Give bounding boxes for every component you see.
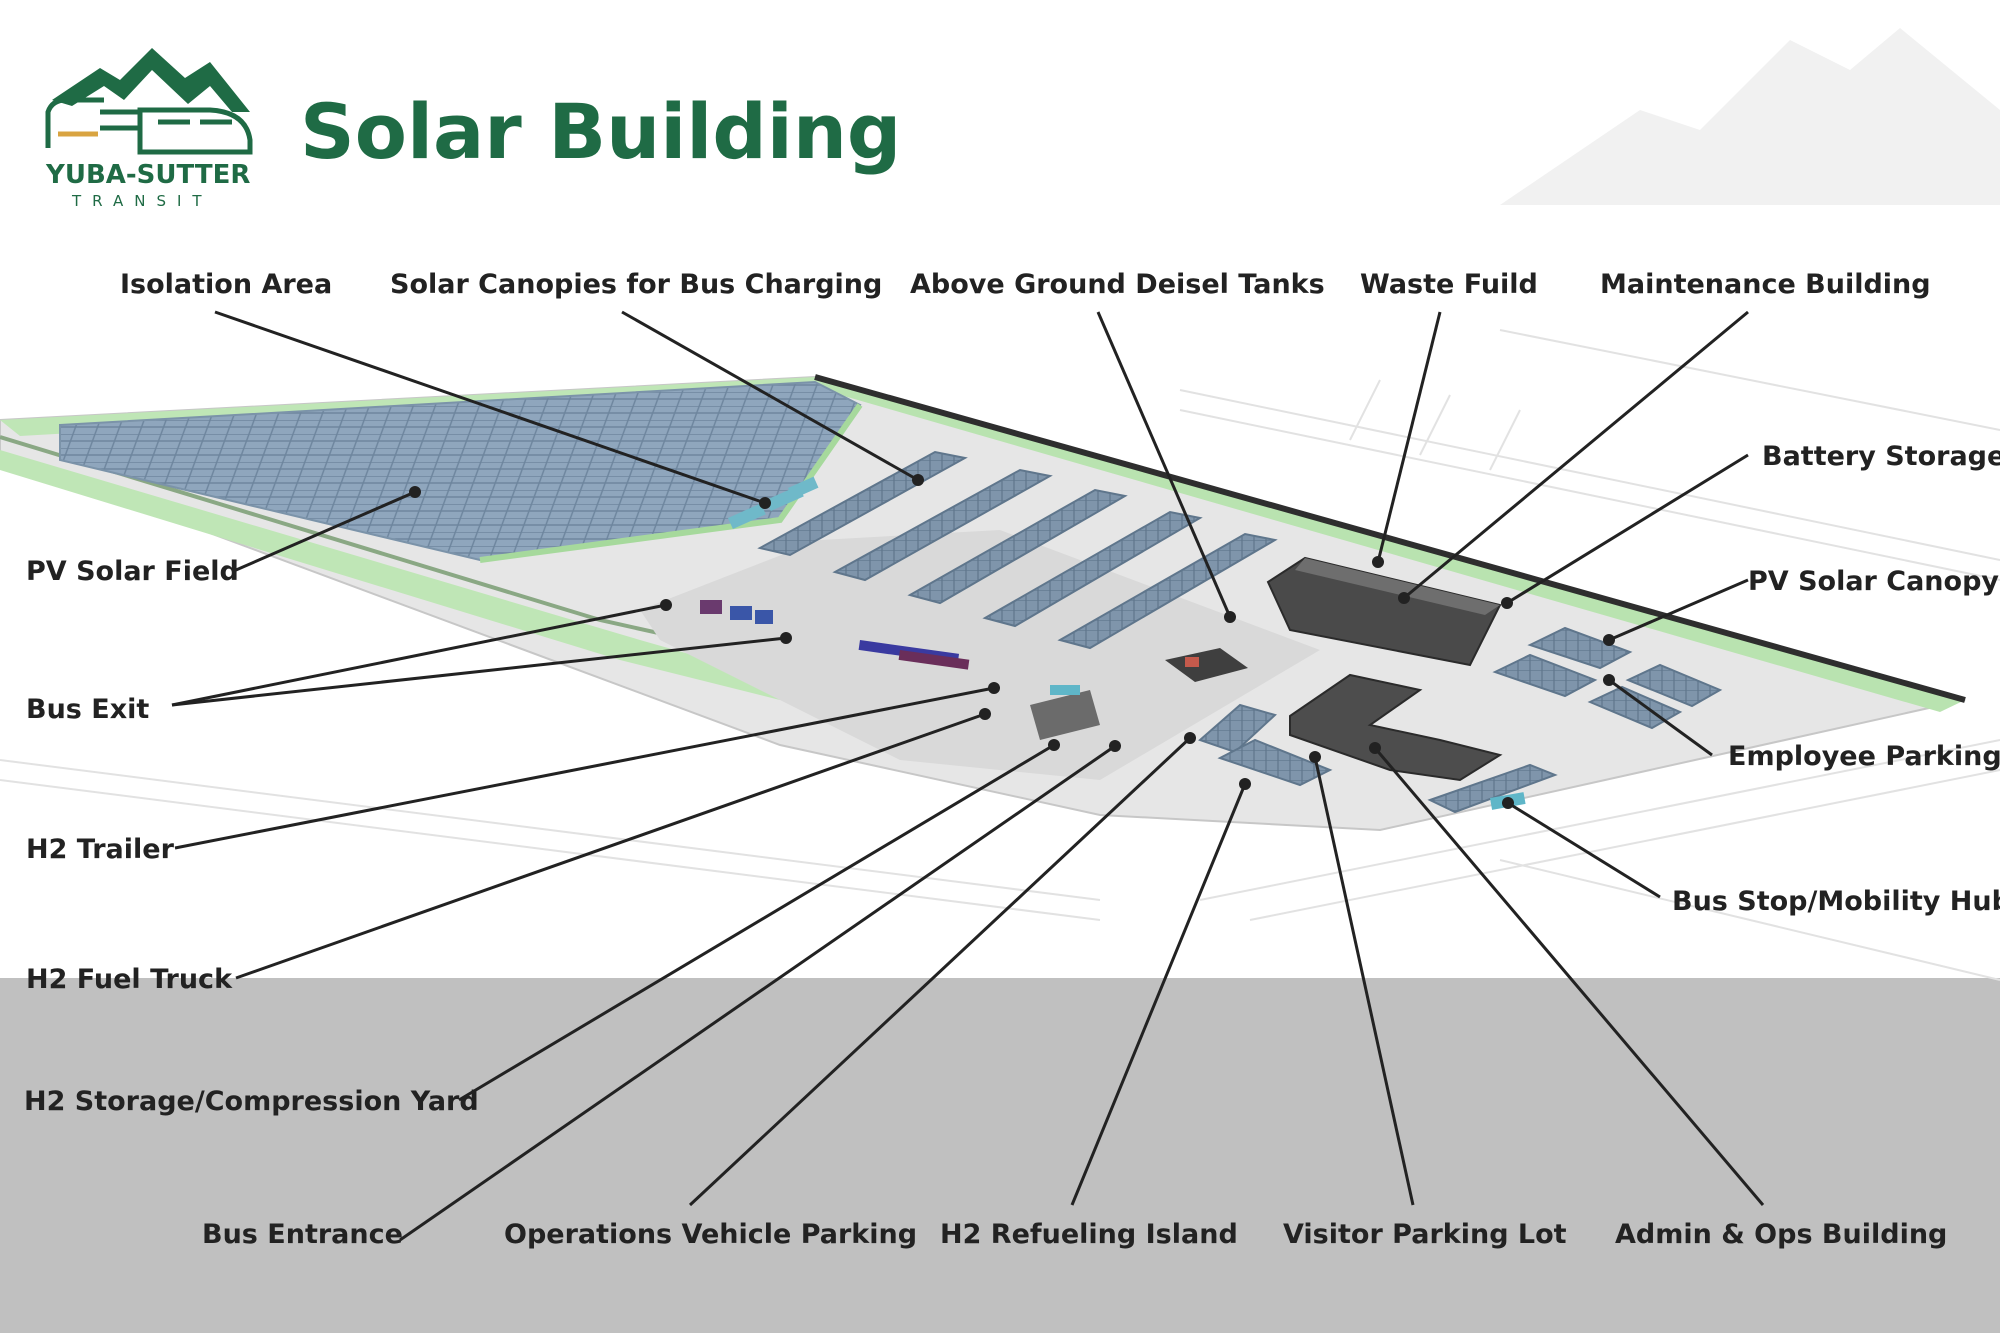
- logo-name: YUBA-SUTTER: [45, 160, 250, 190]
- label-bus-exit: Bus Exit: [26, 694, 149, 725]
- label-h2-storage: H2 Storage/Compression Yard: [24, 1086, 479, 1117]
- label-admin-ops-building: Admin & Ops Building: [1615, 1219, 1947, 1250]
- page-title: Solar Building: [300, 87, 901, 176]
- pv-field-edge: [479, 403, 863, 563]
- leader-lines: [171, 310, 1765, 1242]
- label-h2-trailer: H2 Trailer: [26, 834, 175, 865]
- label-pv-solar-field: PV Solar Field: [26, 556, 239, 587]
- label-bus-entrance: Bus Entrance: [202, 1219, 403, 1250]
- label-bus-stop: Bus Stop/Mobility Hub: [1672, 886, 2000, 917]
- perimeter-wall: [814, 374, 1966, 703]
- trailers: [700, 600, 970, 670]
- lower-band: [0, 978, 2000, 1333]
- bus-charging-canopies: [757, 450, 1278, 650]
- label-diesel-tanks: Above Ground Deisel Tanks: [910, 269, 1325, 300]
- h2-storage-yard: [1030, 685, 1100, 740]
- logo-subtitle: TRANSIT: [71, 192, 213, 210]
- admin-ops-building: [1289, 673, 1503, 782]
- label-ops-vehicle-parking: Operations Vehicle Parking: [504, 1219, 917, 1250]
- label-maintenance-building: Maintenance Building: [1600, 269, 1931, 300]
- diesel-tank-building: [1165, 648, 1248, 682]
- label-h2-refueling-island: H2 Refueling Island: [940, 1219, 1238, 1250]
- label-employee-parking: Employee Parking: [1728, 741, 2000, 772]
- refuel-visitor-canopies: [1198, 703, 1558, 814]
- label-battery-storage: Battery Storage: [1762, 441, 2000, 472]
- bus-logo-icon: [45, 97, 253, 155]
- pv-solar-canopies: [1492, 626, 1723, 730]
- street-grid: [0, 329, 2000, 981]
- background-mountain: [1500, 28, 2000, 205]
- mountain-logo-icon: [52, 48, 250, 112]
- label-waste-fluid: Waste Fuild: [1360, 269, 1538, 300]
- label-isolation-area: Isolation Area: [120, 269, 332, 300]
- label-pv-solar-canopy: PV Solar Canopy: [1748, 566, 1999, 597]
- leader-dots: [409, 474, 1615, 809]
- maintenance-building: [1266, 556, 1502, 667]
- green-buffer-south: [0, 450, 780, 700]
- label-solar-canopies: Solar Canopies for Bus Charging: [390, 269, 882, 300]
- label-h2-fuel-truck: H2 Fuel Truck: [26, 964, 233, 995]
- label-visitor-parking: Visitor Parking Lot: [1283, 1219, 1567, 1250]
- isolation-buses: [728, 476, 819, 529]
- logo: YUBA-SUTTER TRANSIT: [45, 48, 253, 210]
